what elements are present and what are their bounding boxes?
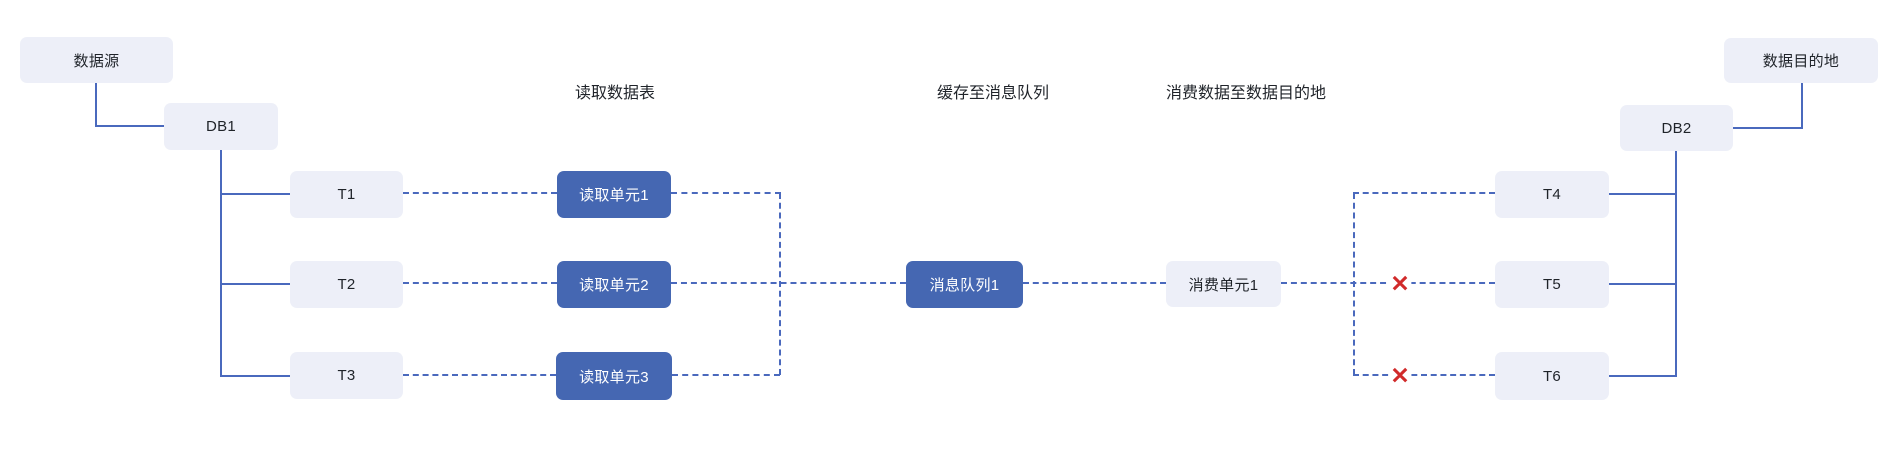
- connector-t5-db2: [1609, 283, 1677, 285]
- dashed-t2-reader2: [403, 282, 557, 284]
- dashed-splitter-t6: [1353, 374, 1495, 376]
- connector-db1-t3: [220, 375, 290, 377]
- node-table-t5: T5: [1495, 261, 1609, 308]
- connector-t6-db2: [1609, 375, 1677, 377]
- node-message-queue-1: 消息队列1: [906, 261, 1023, 308]
- connector-db2-trunk: [1675, 151, 1677, 377]
- connector-db1-trunk: [220, 150, 222, 377]
- error-cross-icon-t5: ✕: [1388, 270, 1412, 297]
- node-table-t3: T3: [290, 352, 403, 399]
- dashed-collector-left: [779, 193, 781, 375]
- connector-source-db1: [95, 125, 164, 127]
- node-table-t1: T1: [290, 171, 403, 218]
- node-read-unit-3: 读取单元3: [556, 352, 672, 400]
- dashed-splitter-t4: [1353, 192, 1495, 194]
- stage-heading-read-tables: 读取数据表: [574, 85, 656, 102]
- connector-db2-destination: [1801, 83, 1803, 129]
- dashed-splitter-right: [1353, 193, 1355, 375]
- dashed-queue-consumer: [1023, 282, 1166, 284]
- connector-db2-right: [1733, 127, 1803, 129]
- stage-heading-cache-to-queue: 缓存至消息队列: [936, 85, 1050, 102]
- node-table-t2: T2: [290, 261, 403, 308]
- stage-heading-consume-to-destination: 消费数据至数据目的地: [1165, 85, 1327, 102]
- node-data-destination: 数据目的地: [1724, 38, 1878, 83]
- node-db1: DB1: [164, 103, 278, 150]
- connector-source-down: [95, 83, 97, 127]
- node-table-t6: T6: [1495, 352, 1609, 400]
- dashed-reader1-collector: [671, 192, 781, 194]
- node-read-unit-1: 读取单元1: [557, 171, 671, 218]
- dashed-t3-reader3: [403, 374, 556, 376]
- error-cross-icon-t6: ✕: [1388, 362, 1412, 389]
- dashed-reader3-collector: [672, 374, 780, 376]
- connector-t4-db2: [1609, 193, 1677, 195]
- node-read-unit-2: 读取单元2: [557, 261, 671, 308]
- dashed-t1-reader1: [403, 192, 557, 194]
- connector-db1-t2: [220, 283, 290, 285]
- node-consume-unit-1: 消费单元1: [1166, 261, 1281, 307]
- dashed-reader2-queue: [671, 282, 906, 284]
- dashed-consumer-t5: [1281, 282, 1495, 284]
- connector-db1-t1: [220, 193, 290, 195]
- node-db2: DB2: [1620, 105, 1733, 151]
- node-table-t4: T4: [1495, 171, 1609, 218]
- node-data-source: 数据源: [20, 37, 173, 83]
